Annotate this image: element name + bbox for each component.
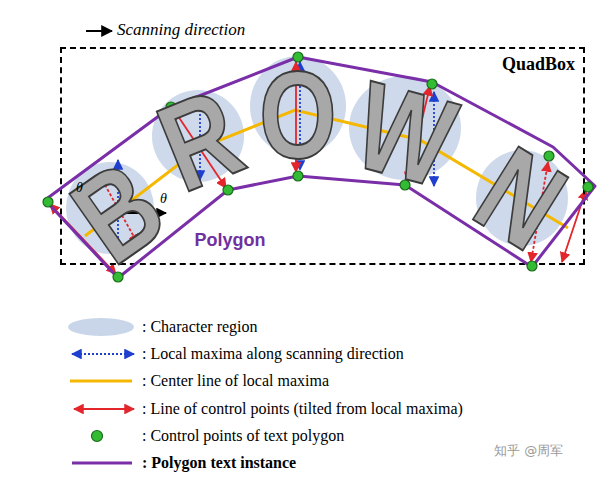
legend-text: : Center line of local maxima (142, 370, 329, 392)
character-glyph: B (53, 140, 184, 284)
control-point-line (100, 176, 138, 244)
legend-swatch (66, 344, 140, 364)
control-point (527, 261, 537, 271)
polygon-outline (38, 50, 604, 286)
control-point (544, 151, 554, 161)
control-point-line (407, 86, 430, 182)
control-point-line (295, 62, 297, 172)
legend-text: : Character region (142, 316, 258, 338)
watermark: 知乎 @周军 (494, 442, 563, 460)
control-points (43, 52, 593, 282)
character-region (66, 162, 154, 254)
angle-symbol: θ (160, 191, 167, 207)
legend-row: : Character region (0, 316, 614, 338)
character-glyph: R (143, 69, 257, 212)
legend-row: : Line of control points (tilted from lo… (0, 398, 614, 420)
legend-text: : Polygon text instance (142, 452, 296, 474)
legend-row: : Control points of text polygon (0, 425, 614, 447)
legend-text: : Line of control points (tilted from lo… (142, 398, 463, 420)
control-point (223, 185, 233, 195)
angle-symbol: θ (76, 180, 83, 196)
legend-color-sample (92, 431, 103, 442)
polygon-label: Polygon (195, 229, 266, 251)
local-maxima-arrow (117, 160, 119, 262)
legend-text: : Control points of text polygon (142, 425, 344, 447)
control-point (293, 171, 303, 181)
control-point (427, 79, 437, 89)
control-point (400, 180, 410, 190)
control-point (166, 102, 176, 112)
legend-row: : Local maxima along scanning direction (0, 343, 614, 365)
legend-swatch (66, 453, 140, 473)
legend-row: : Polygon text instance (0, 452, 614, 474)
legend-line-sample (74, 408, 134, 410)
text-polygon: Polygon (38, 50, 604, 286)
character-glyph: N (457, 126, 584, 270)
legend-color-sample (68, 318, 134, 336)
legend-row: : Center line of local maxima (0, 370, 614, 392)
legend-line-sample (72, 462, 132, 465)
local-maxima-arrow (199, 98, 201, 180)
box-title: QuadBox (502, 53, 575, 75)
control-point (43, 197, 53, 207)
legend-swatch (66, 399, 140, 419)
control-point (113, 272, 123, 282)
polygon-path (45, 57, 595, 278)
local-maxima-arrow (299, 62, 301, 170)
control-point-lines (50, 62, 586, 274)
axis-label: Scanning direction (117, 20, 245, 40)
center-line (85, 110, 568, 236)
control-point-line (174, 110, 226, 188)
legend-text: : Local maxima along scanning direction (142, 343, 404, 365)
local-maxima-arrow (433, 92, 435, 186)
local-maxima-arrows (118, 62, 520, 262)
legend-line-sample (70, 380, 132, 383)
legend-swatch (66, 317, 140, 337)
control-point (293, 52, 303, 62)
character-glyph: O (259, 52, 337, 177)
legend-swatch (66, 426, 140, 446)
character-regions (66, 56, 568, 254)
direction-arrow (118, 212, 166, 214)
quad-box: QuadBoxPolygon (60, 47, 585, 265)
legend-line-sample (72, 353, 134, 355)
scanning-arrow (86, 30, 112, 32)
character-region (476, 150, 568, 246)
control-point (583, 182, 593, 192)
local-maxima-arrow (519, 150, 521, 244)
legend-swatch (66, 371, 140, 391)
